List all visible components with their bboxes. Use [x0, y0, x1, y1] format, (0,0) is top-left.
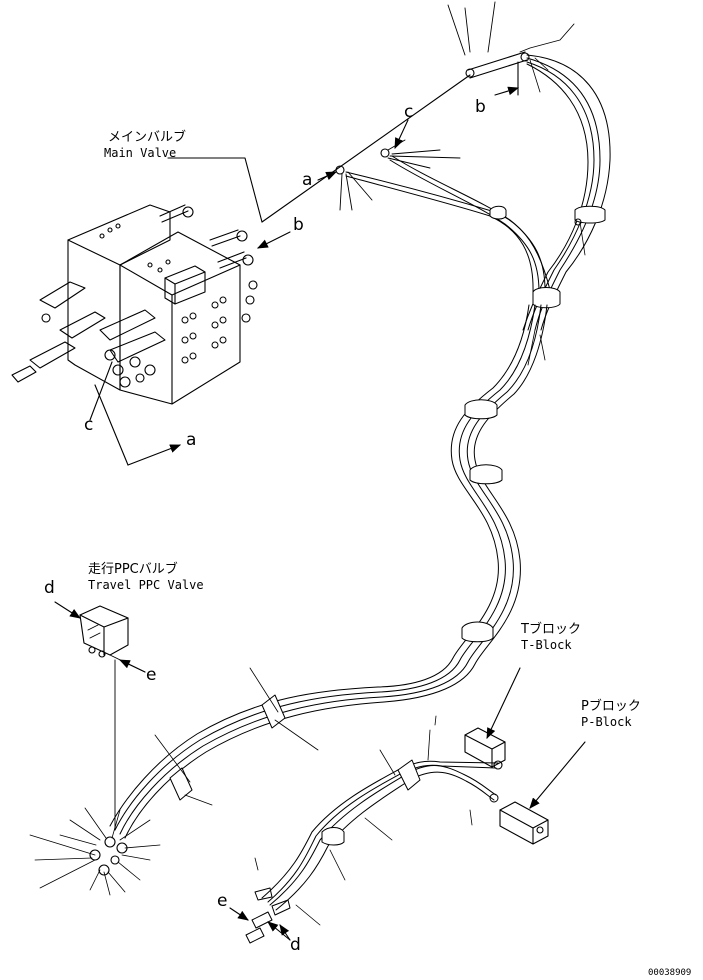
p-block	[499, 741, 586, 845]
callout-a-top: a	[302, 170, 313, 190]
p-block-label-ja: Pブロック	[581, 699, 641, 714]
hose-bundle	[109, 54, 611, 839]
callout-b-valve: b	[293, 215, 304, 235]
d-bottom-arrow-2	[279, 924, 291, 941]
callout-e-ppc: e	[146, 665, 157, 685]
t-block-label-en: T-Block	[521, 638, 572, 652]
lower-hose-run	[245, 715, 499, 944]
top-hose-fittings	[317, 1, 575, 211]
callout-a-valve: a	[186, 430, 197, 450]
ppc-hose-fittings	[29, 807, 161, 896]
main-valve-to-b-line	[261, 74, 471, 223]
callout-e-bottom: e	[217, 891, 228, 911]
travel-ppc-label-en: Travel PPC Valve	[88, 578, 204, 592]
main-valve	[11, 204, 258, 405]
main-valve-label-ja: メインバルブ	[108, 130, 187, 145]
d-bottom-arrow-1	[267, 921, 291, 941]
callout-c-valve: c	[84, 415, 94, 435]
t-block	[464, 667, 521, 770]
t-block-label-ja: Tブロック	[521, 622, 581, 637]
main-valve-label-en: Main Valve	[104, 146, 177, 160]
callout-d-ppc: d	[44, 578, 55, 598]
travel-ppc-valve	[54, 601, 146, 831]
callout-b-top: b	[475, 97, 486, 117]
callout-c-top: c	[404, 102, 414, 122]
e-bottom-arrow	[229, 907, 249, 921]
travel-ppc-label-ja: 走行PPCバルブ	[88, 562, 178, 577]
callout-d-bottom: d	[290, 935, 301, 955]
drawing-number: 00038909	[648, 968, 692, 978]
main-valve-leader	[167, 157, 263, 223]
p-block-label-en: P-Block	[581, 715, 632, 729]
e-ppc-arrow	[119, 659, 146, 673]
